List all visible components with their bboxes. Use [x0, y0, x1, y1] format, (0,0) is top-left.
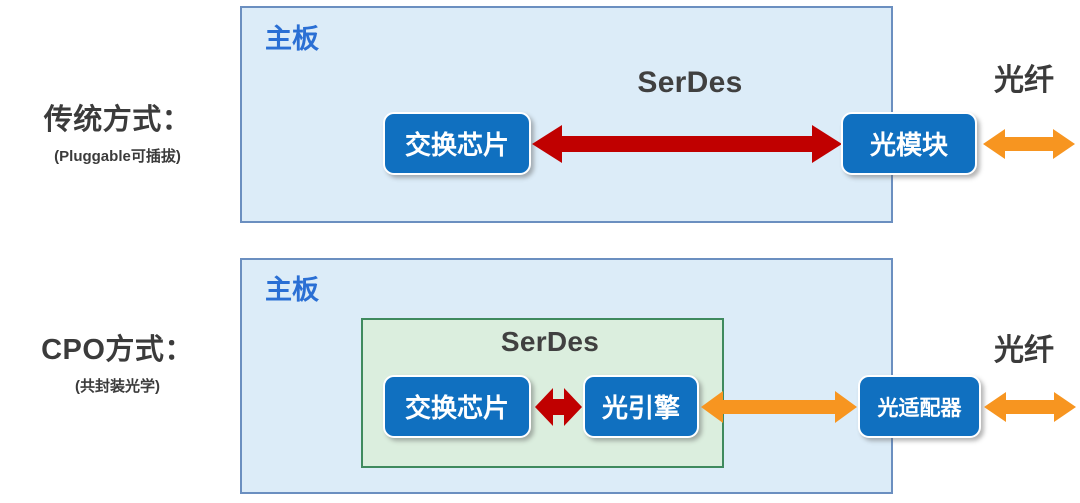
- chip-optical-adapter-cpo[interactable]: 光适配器: [858, 375, 981, 438]
- board-title-traditional: 主板: [265, 24, 319, 54]
- board-panel-traditional: [240, 6, 893, 223]
- row-label-traditional: 传统方式： (Pluggable可插拔): [0, 103, 235, 166]
- arrow-serdes-link-traditional: [532, 121, 842, 167]
- board-title-cpo: 主板: [265, 275, 319, 305]
- chip-label: 交换芯片: [404, 130, 509, 160]
- row-title-traditional: 传统方式：: [43, 104, 192, 136]
- chip-label: 光引擎: [601, 393, 680, 423]
- arrow-engine-to-adapter-cpo: [701, 389, 857, 425]
- arrow-chip-to-engine-cpo: [535, 384, 582, 430]
- chip-optical-module-traditional[interactable]: 光模块: [841, 112, 977, 175]
- chip-label: 光模块: [869, 130, 948, 160]
- row-label-cpo: CPO方式： (共封装光学): [0, 333, 235, 396]
- chip-label: 光适配器: [877, 396, 962, 420]
- serdes-caption-traditional: SerDes: [637, 66, 743, 99]
- chip-optical-engine-cpo[interactable]: 光引擎: [583, 375, 699, 438]
- row-subtitle-cpo: (共封装光学): [75, 377, 160, 395]
- chip-switch-chip-cpo[interactable]: 交换芯片: [383, 375, 531, 438]
- arrow-fiber-link-traditional: [983, 126, 1075, 162]
- chip-label: 交换芯片: [404, 393, 509, 423]
- fiber-caption-traditional: 光纤: [994, 64, 1054, 97]
- serdes-caption-cpo: SerDes: [500, 326, 600, 357]
- row-subtitle-traditional: (Pluggable可插拔): [54, 147, 181, 165]
- fiber-caption-cpo: 光纤: [994, 334, 1054, 367]
- row-title-cpo: CPO方式：: [41, 334, 194, 366]
- arrow-adapter-to-fiber-cpo: [984, 389, 1076, 425]
- chip-switch-chip-traditional[interactable]: 交换芯片: [383, 112, 531, 175]
